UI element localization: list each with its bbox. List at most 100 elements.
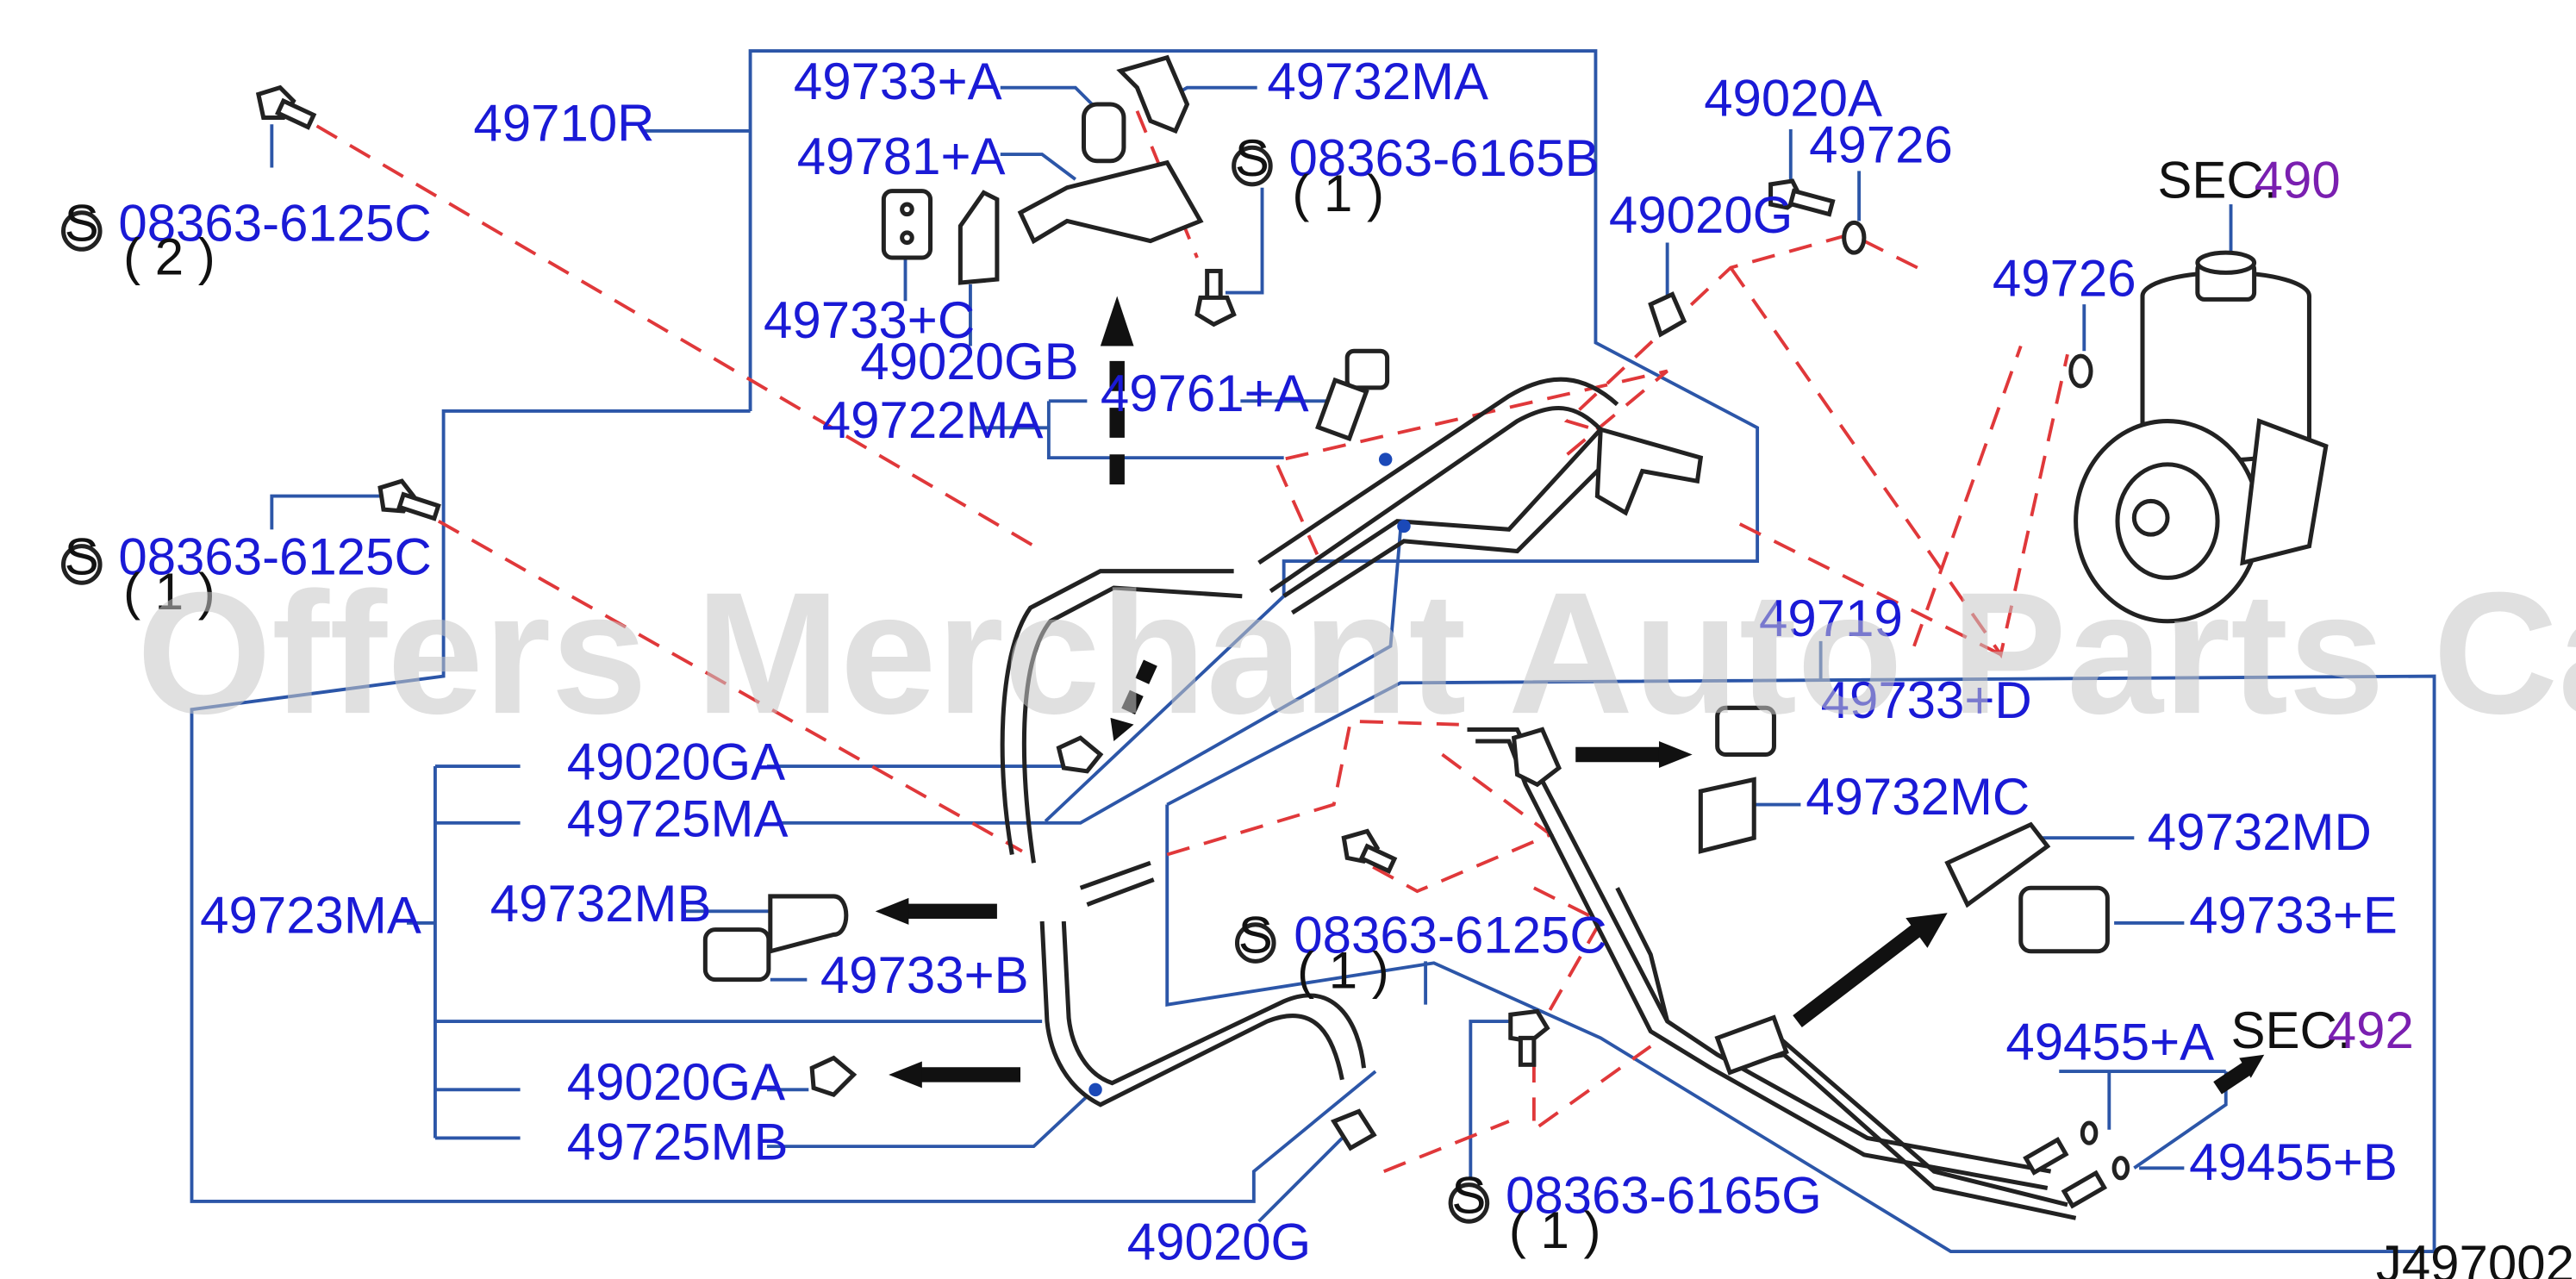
label-08363-6125c-mid: 08363-6125C	[118, 528, 431, 586]
bolt-icon	[1341, 828, 1398, 874]
hose-fitting	[1594, 426, 1704, 516]
hose-clip	[1056, 735, 1104, 774]
label-49719: 49719	[1759, 590, 1903, 647]
label-49726-right: 49726	[1993, 249, 2136, 307]
bolt-icon	[1768, 178, 1836, 217]
hose-clip	[1330, 1108, 1377, 1151]
watermark-text: Offers Merchant Auto Parts Catalog PARTS…	[137, 556, 2576, 750]
connection-dot	[1378, 452, 1393, 466]
leader-lines	[270, 85, 2233, 1223]
bolt-icon	[255, 84, 317, 130]
clamp-bracket	[1116, 54, 1190, 134]
label-08363-6165g: 08363-6165G	[1506, 1167, 1822, 1225]
label-sec-490-prefix: SEC.	[2157, 151, 2278, 209]
label-49020g-top: 49020G	[1609, 186, 1793, 244]
label-49733c: 49733+C	[764, 291, 975, 349]
tube-fitting	[2023, 1136, 2069, 1176]
hose-clip	[1648, 291, 1687, 338]
label-sec-492-prefix: SEC.	[2231, 1001, 2352, 1059]
clamp-bracket	[768, 894, 849, 955]
label-49732md: 49732MD	[2148, 803, 2372, 861]
pressure-sensor	[1315, 348, 1390, 442]
qty-08363-6125c-mid: ( 1 )	[123, 563, 215, 621]
part-labels: 49710R 49733+A 49732MA 49781+A 08363-616…	[118, 53, 2576, 1279]
label-49781a: 49781+A	[797, 128, 1006, 185]
power-steering-pump	[2074, 250, 2329, 624]
arrowhead	[1110, 717, 1134, 742]
screw-symbol-text: S	[1235, 129, 1269, 187]
bolt-icon	[377, 478, 441, 521]
label-08363-6165b: 08363-6165B	[1288, 129, 1599, 187]
label-49732ma: 49732MA	[1267, 53, 1488, 110]
screw-symbol-text: S	[65, 195, 99, 253]
arrowhead	[2239, 1054, 2265, 1078]
qty-08363-6165g: ( 1 )	[1509, 1201, 1601, 1259]
washer	[2068, 353, 2093, 389]
tube-assembly	[1000, 377, 2077, 1220]
label-08363-6125c-low: 08363-6125C	[1294, 907, 1606, 964]
arrow-down	[1117, 659, 1157, 725]
label-49725mb: 49725MB	[567, 1114, 789, 1171]
label-49710r: 49710R	[473, 95, 654, 153]
grommet	[2018, 885, 2110, 954]
screw-symbol-icon	[1232, 145, 1273, 187]
qty-08363-6165b: ( 1 )	[1292, 165, 1384, 222]
grommet	[702, 927, 771, 983]
arrowhead	[875, 897, 909, 925]
label-49733e: 49733+E	[2189, 886, 2398, 944]
label-49732mb: 49732MB	[490, 875, 712, 933]
label-49723ma: 49723MA	[200, 886, 421, 944]
qty-08363-6125c-top: ( 2 )	[123, 228, 215, 285]
label-49733a: 49733+A	[794, 53, 1002, 110]
diagram-id: J497002F	[2376, 1235, 2576, 1279]
label-49726-top: 49726	[1809, 116, 1953, 174]
clamp-bracket	[1698, 777, 1756, 854]
label-49020g-bottom: 49020G	[1127, 1213, 1311, 1271]
label-49733d: 49733+D	[1821, 671, 2032, 729]
label-49020ga-bottom: 49020GA	[567, 1053, 785, 1111]
label-49732mc: 49732MC	[1806, 768, 2030, 826]
connection-dot	[1088, 1082, 1102, 1097]
label-49020ga-top: 49020GA	[567, 733, 785, 791]
grommet-hole	[900, 202, 914, 217]
label-49455b: 49455+B	[2189, 1133, 2398, 1191]
screw-symbol-icon	[61, 210, 103, 252]
label-49020a: 49020A	[1704, 70, 1882, 128]
direction-arrows	[875, 296, 2265, 1095]
bolt-icon	[1194, 268, 1237, 328]
label-08363-6125c-top: 08363-6125C	[118, 195, 431, 253]
o-ring	[2080, 1120, 2099, 1145]
screw-symbol-text: S	[1451, 1167, 1486, 1225]
qty-08363-6125c-low: ( 1 )	[1297, 941, 1389, 999]
screw-symbol-text: S	[1238, 907, 1273, 964]
hose-clip	[809, 1055, 858, 1098]
grommet	[881, 189, 933, 260]
screw-symbols: S S S S S	[61, 129, 1490, 1225]
arrowhead	[889, 1061, 922, 1089]
label-49455a: 49455+A	[2005, 1014, 2214, 1071]
o-ring	[2111, 1156, 2130, 1181]
clip-bracket	[957, 190, 1000, 285]
mounting-bracket	[1017, 159, 1204, 245]
label-49733b: 49733+B	[820, 946, 1029, 1004]
screw-symbol-icon	[61, 544, 103, 585]
screw-symbol-text: S	[65, 528, 99, 586]
parts	[255, 54, 2329, 1209]
washer	[1842, 220, 1867, 255]
screw-symbol-icon	[1234, 922, 1276, 964]
arrow-up-right	[1793, 923, 1923, 1027]
connection-dot	[1397, 519, 1411, 533]
screw-symbol-icon	[1448, 1182, 1490, 1224]
tube-fitting	[2061, 1170, 2108, 1209]
label-49020gb: 49020GB	[860, 333, 1078, 390]
grommet	[1715, 705, 1776, 758]
arrow-sec492	[2213, 1061, 2252, 1095]
grommet	[1081, 102, 1126, 164]
label-49761a: 49761+A	[1101, 365, 1309, 422]
label-49725ma: 49725MA	[567, 789, 789, 847]
label-sec-490-number: 490	[2255, 151, 2341, 209]
clamp-bracket	[1944, 821, 2051, 908]
arrowhead	[1100, 296, 1134, 346]
arrowhead	[1658, 741, 1693, 768]
